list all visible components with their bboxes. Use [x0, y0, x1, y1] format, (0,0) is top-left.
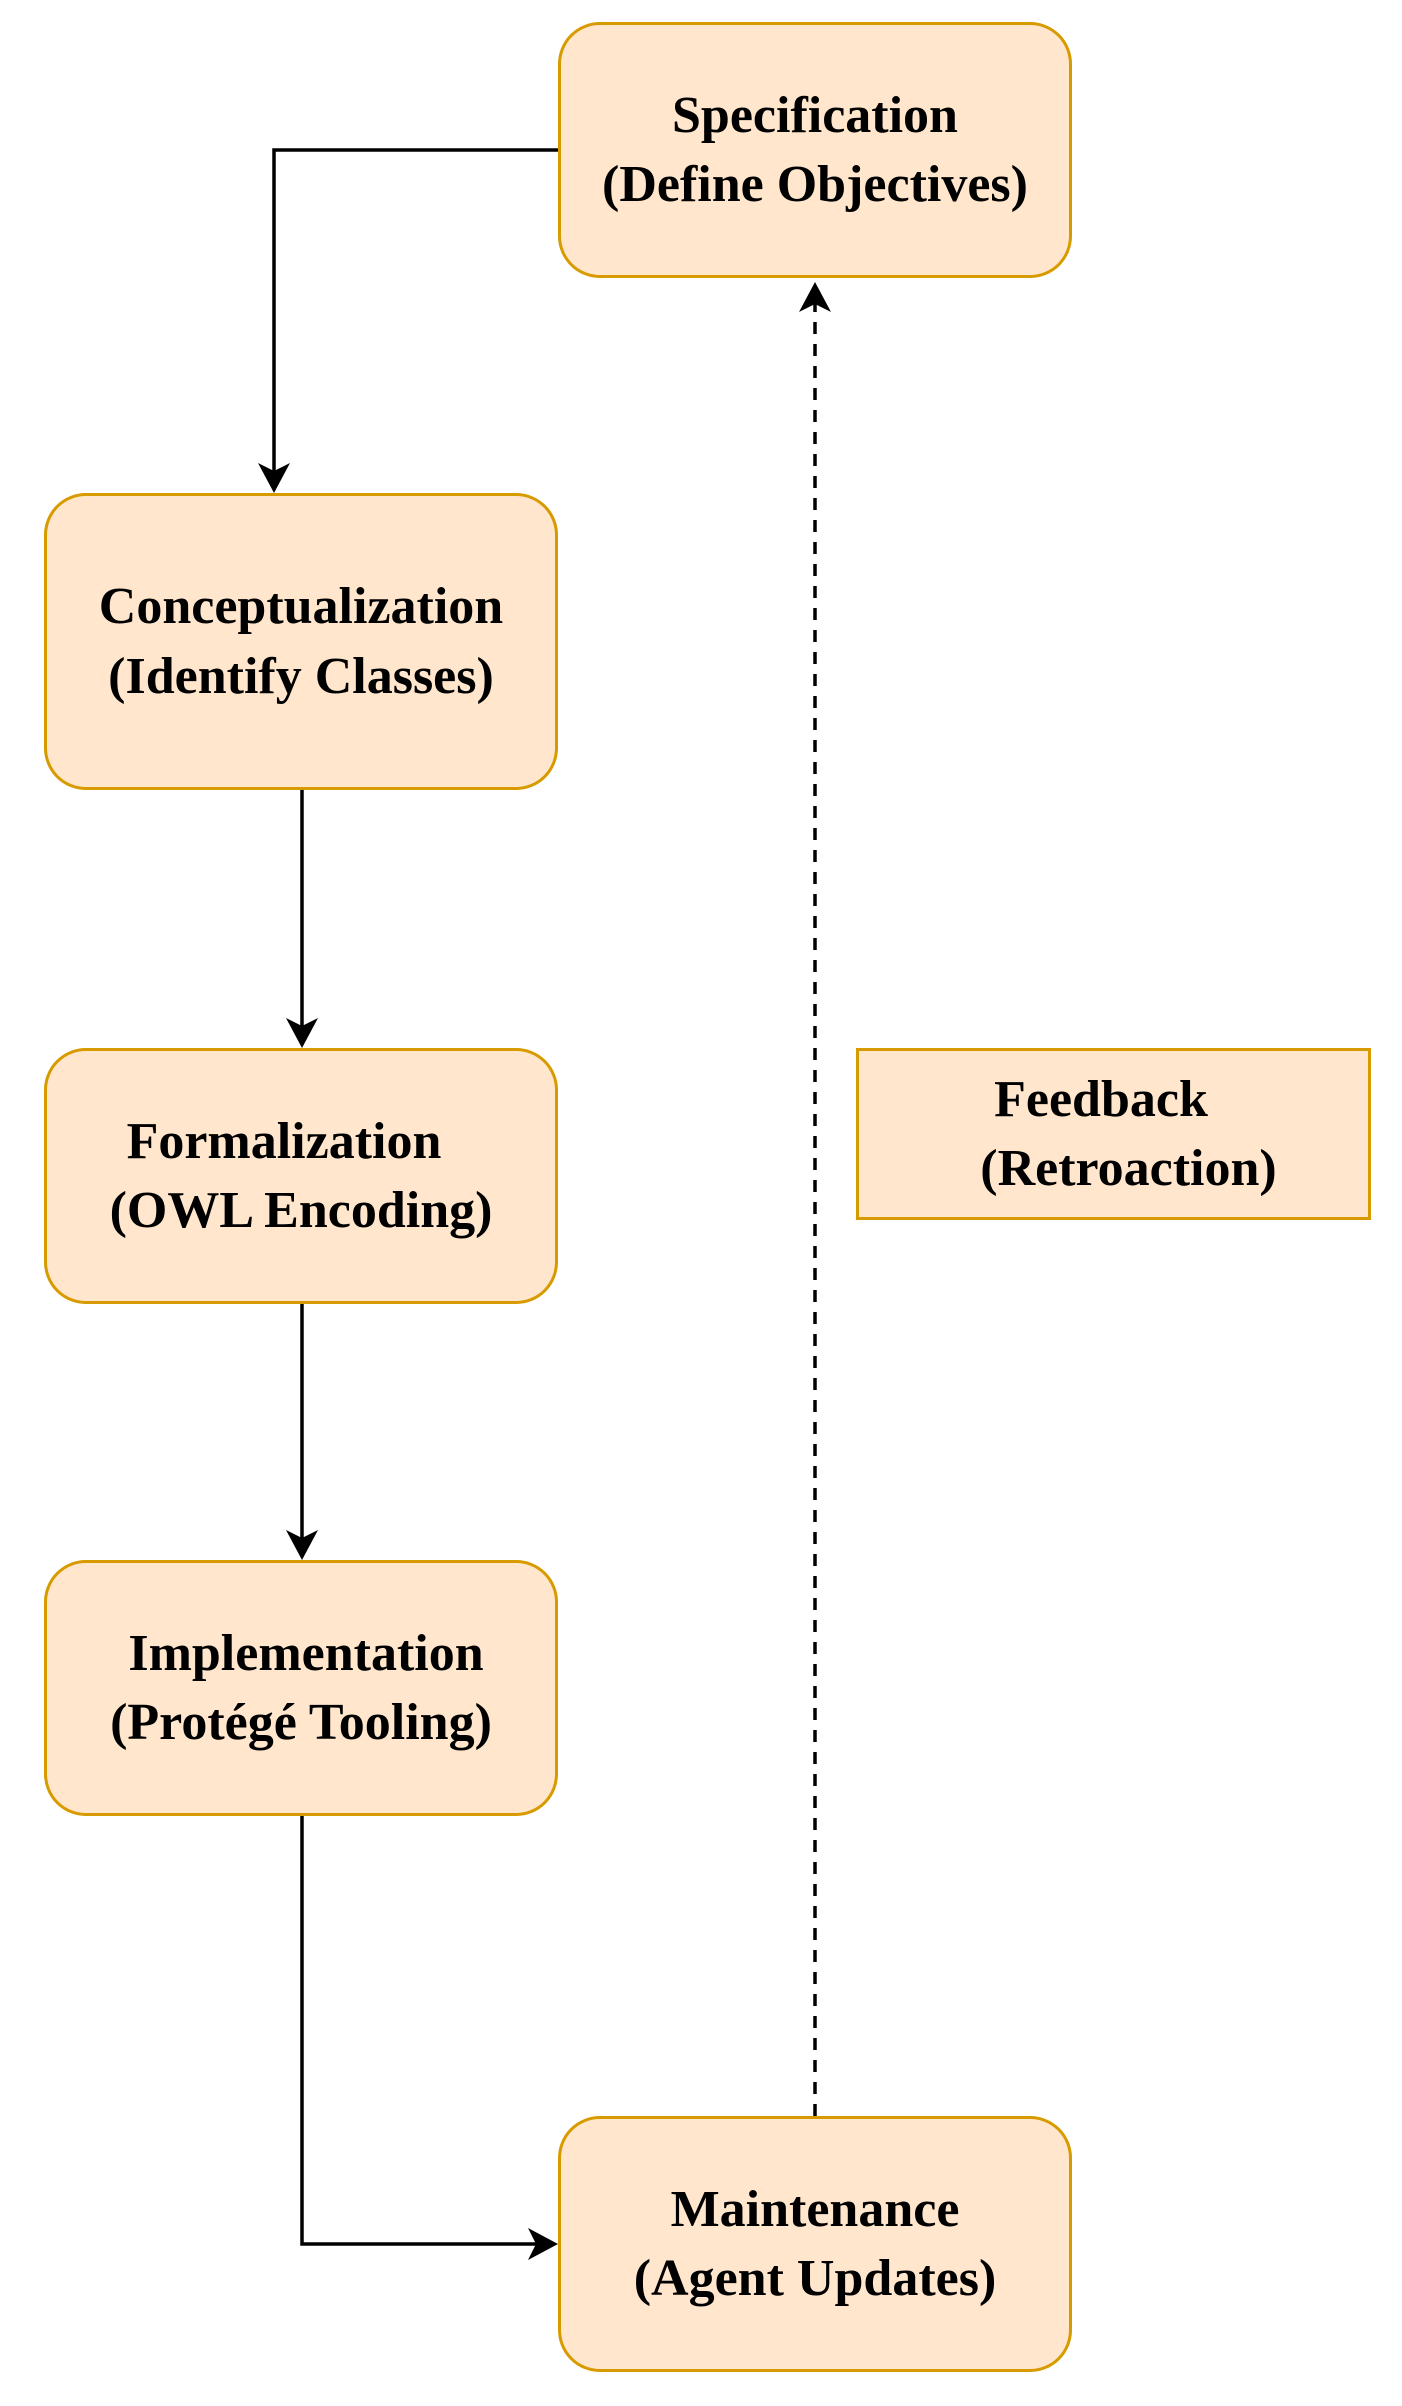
edge-implementation-to-maintenance [300, 1816, 553, 2246]
node-conceptualization-subtitle: (Identify Classes) [108, 647, 494, 705]
node-formalization-title: Formalization [126, 1112, 442, 1170]
node-formalization-subtitle: (OWL Encoding) [109, 1182, 493, 1239]
node-conceptualization-title: Conceptualization [98, 578, 504, 636]
node-conceptualization: Conceptualization (Identify Classes) [44, 493, 558, 790]
feedback-title: Feedback [994, 1070, 1208, 1128]
node-specification: Specification (Define Objectives) [558, 22, 1072, 278]
node-specification-subtitle: (Define Objectives) [602, 156, 1028, 213]
feedback-subtitle: (Retroaction) [980, 1140, 1277, 1197]
edge-specification-to-conceptualization [272, 148, 558, 488]
node-maintenance: Maintenance (Agent Updates) [558, 2116, 1072, 2372]
node-formalization: Formalization (OWL Encoding) [44, 1048, 558, 1304]
arrowhead-implementation [286, 1530, 318, 1560]
arrowhead-specification [799, 282, 831, 312]
node-maintenance-title: Maintenance [670, 2180, 960, 2238]
node-implementation-title: Implementation [128, 1624, 484, 1682]
arrowhead-formalization [286, 1018, 318, 1048]
arrowhead-conceptualization [258, 463, 290, 493]
node-implementation-subtitle: (Protégé Tooling) [110, 1694, 492, 1751]
arrowhead-maintenance [528, 2228, 558, 2260]
node-maintenance-subtitle: (Agent Updates) [633, 2250, 997, 2307]
node-implementation: Implementation (Protégé Tooling) [44, 1560, 558, 1816]
node-specification-title: Specification [672, 86, 958, 144]
feedback-label-box: Feedback (Retroaction) [856, 1048, 1371, 1220]
